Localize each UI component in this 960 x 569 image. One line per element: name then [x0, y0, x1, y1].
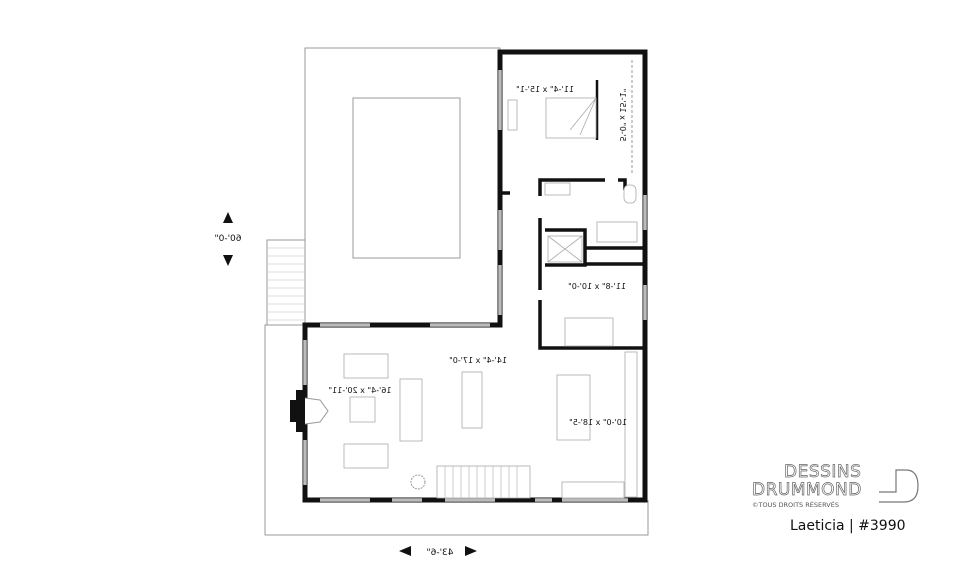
arrow-right-icon	[465, 546, 477, 556]
room-label-bedroom-2: 11'-8" x 10'-0"	[568, 282, 626, 291]
interior-stair-treads	[444, 466, 518, 498]
room-label-primary-bedroom: 11'-4" x 15'-1"	[516, 85, 574, 94]
sofa-top	[343, 353, 389, 379]
kitchen-sink-counter	[561, 481, 625, 499]
interior-walls	[500, 80, 645, 350]
room-label-living: 16'-4" x 20'-11"	[329, 386, 392, 395]
bed-2	[564, 317, 614, 347]
brand-rights: ©TOUS DROITS RÉSERVÉS	[752, 501, 839, 509]
deck-stairs	[266, 239, 306, 326]
upper-deck	[304, 47, 501, 326]
dining-table	[461, 371, 483, 429]
logo-d-icon	[879, 469, 919, 503]
sofa-bottom	[343, 443, 389, 469]
vanity	[544, 182, 571, 196]
counter-right	[624, 351, 638, 498]
room-label-closet: 5'-0" x 15'-1"	[618, 89, 627, 142]
plan-caption: Laeticia | #3990	[790, 518, 906, 534]
deck-stair-treads	[267, 247, 305, 321]
room-label-kitchen: 10'-0" x 18'-5"	[569, 418, 627, 427]
interior-stairs	[436, 465, 531, 499]
room-label-dining: 14'-4" x 17'-0"	[449, 356, 507, 365]
depth-dimension: 60'-0"	[214, 212, 242, 266]
kitchen-island	[556, 374, 591, 441]
arrow-up-icon	[223, 212, 233, 223]
bed-cover-fold	[569, 97, 597, 136]
ottoman	[349, 396, 376, 423]
width-dimension: 43'-6"	[399, 546, 477, 558]
brand-line2: DRUMMOND	[752, 480, 862, 501]
plant	[410, 474, 426, 490]
brand-logo: DESSINS DRUMMOND ©TOUS DROITS RÉSERVÉS	[752, 462, 922, 522]
toilet	[623, 184, 637, 204]
sofa-long	[399, 378, 423, 442]
bed-primary	[545, 97, 597, 139]
dresser	[507, 99, 518, 131]
windows	[303, 70, 647, 502]
arrow-down-icon	[223, 255, 233, 266]
arrow-left-icon	[399, 546, 411, 556]
bathtub	[596, 221, 638, 243]
brand-line1: DESSINS	[784, 462, 862, 483]
exterior-walls	[302, 49, 648, 503]
fireplace	[290, 390, 329, 432]
depth-label: 60'-0"	[214, 234, 241, 244]
pool	[352, 97, 461, 259]
shower-x	[547, 235, 583, 263]
width-label: 43'-6"	[426, 548, 453, 558]
